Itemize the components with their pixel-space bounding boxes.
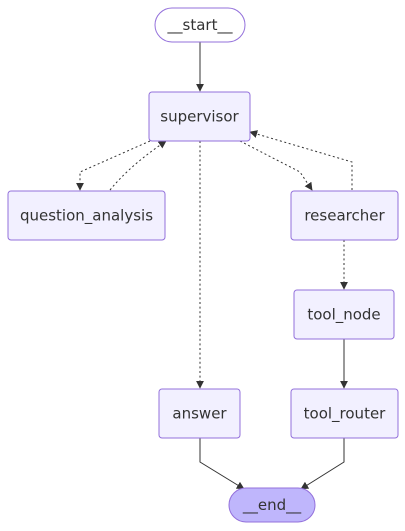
edges-layer <box>76 42 353 490</box>
node-supervisor-box <box>148 91 251 142</box>
node-start-box <box>154 7 246 43</box>
node-answer: answer <box>158 388 241 439</box>
node-end: __end__ <box>228 487 316 523</box>
node-researcher: researcher <box>290 190 399 241</box>
node-tool-node-label: tool_node <box>307 306 380 325</box>
node-question-analysis-label: question_analysis <box>20 207 153 226</box>
node-tool-node-box <box>293 289 395 340</box>
node-supervisor: supervisor <box>148 91 251 142</box>
edge-question-analysis-to-supervisor <box>109 140 167 191</box>
node-researcher-label: researcher <box>304 207 385 225</box>
edge-researcher-to-supervisor <box>249 130 353 190</box>
node-answer-box <box>158 388 241 439</box>
node-tool-node: tool_node <box>293 289 395 340</box>
node-tool-router: tool_router <box>290 388 399 439</box>
node-question-analysis: question_analysis <box>7 190 166 241</box>
node-question-analysis-box <box>7 190 166 241</box>
node-start-label: __start__ <box>167 16 233 35</box>
node-end-label: __end__ <box>242 496 302 515</box>
node-researcher-box <box>290 190 399 241</box>
node-end-box <box>228 487 316 523</box>
edge-answer-to-end <box>199 438 245 490</box>
node-tool-router-box <box>290 388 399 439</box>
edge-supervisor-to-question-analysis <box>76 140 151 191</box>
nodes-layer: __start__ supervisor question_analysis rese… <box>7 7 399 523</box>
node-supervisor-label: supervisor <box>160 108 239 126</box>
node-start: __start__ <box>154 7 246 43</box>
edge-supervisor-to-researcher <box>239 140 313 191</box>
node-tool-router-label: tool_router <box>304 405 387 424</box>
node-answer-label: answer <box>172 405 227 423</box>
edge-tool-router-to-end <box>300 438 345 490</box>
